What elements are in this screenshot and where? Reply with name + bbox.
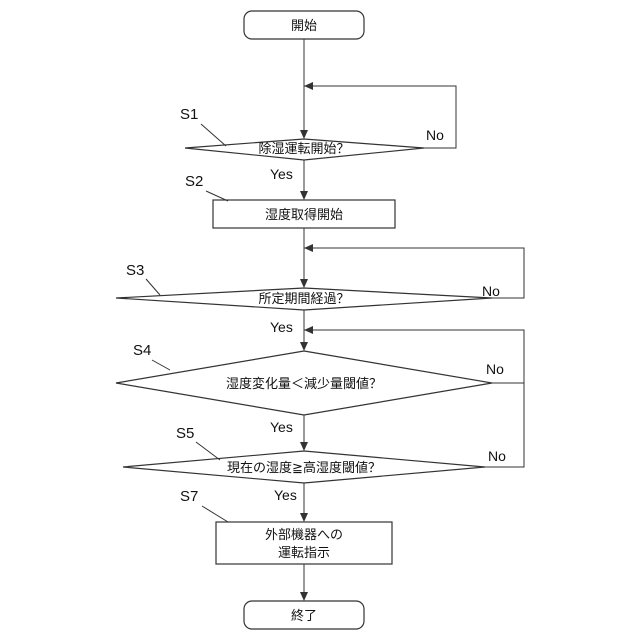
s3-yes-label: Yes bbox=[270, 319, 293, 335]
s5-step-leader bbox=[196, 442, 220, 460]
s2-step-label: S2 bbox=[185, 173, 203, 190]
s5-no-label: No bbox=[488, 448, 506, 464]
s1-no-label: No bbox=[426, 127, 444, 143]
s3-step-leader bbox=[146, 279, 160, 295]
s1-yes-label: Yes bbox=[270, 166, 293, 182]
arrowhead-end-entry bbox=[300, 592, 308, 601]
s5-step-label: S5 bbox=[176, 425, 194, 442]
s7-label-line1: 外部機器への bbox=[265, 528, 343, 543]
s4-label: 湿度変化量＜減少量閾値？ bbox=[226, 376, 382, 392]
s5-label: 現在の湿度≧高湿度閾値？ bbox=[227, 460, 381, 476]
s2-label: 湿度取得開始 bbox=[265, 207, 343, 223]
s4-yes-label: Yes bbox=[270, 419, 293, 435]
arrowhead-s5-entry bbox=[300, 442, 308, 451]
s7-step-leader bbox=[202, 506, 228, 522]
s1-step-leader bbox=[201, 124, 226, 146]
s3-no-label: No bbox=[482, 283, 500, 299]
s1-step-label: S1 bbox=[180, 106, 198, 123]
start-label: 開始 bbox=[291, 19, 317, 34]
s7-step-label: S7 bbox=[180, 488, 198, 505]
arrowhead-s1-entry bbox=[300, 130, 308, 139]
end-label: 終了 bbox=[291, 608, 317, 624]
s7-label-line2: 運転指示 bbox=[278, 546, 330, 561]
s4-step-leader bbox=[152, 360, 170, 370]
arrowhead-s4-entry bbox=[300, 342, 308, 351]
s3-step-label: S3 bbox=[126, 262, 144, 279]
arrowhead-s2-entry bbox=[300, 191, 308, 200]
s4-step-label: S4 bbox=[133, 342, 151, 359]
arrowhead-s3-entry bbox=[300, 279, 308, 288]
s1-label: 除湿運転開始？ bbox=[258, 142, 349, 157]
s4-no-label: No bbox=[486, 361, 504, 377]
s3-label: 所定期間経過？ bbox=[258, 292, 349, 307]
arrowhead-s7-entry bbox=[300, 513, 308, 522]
s5-yes-label: Yes bbox=[274, 487, 297, 503]
